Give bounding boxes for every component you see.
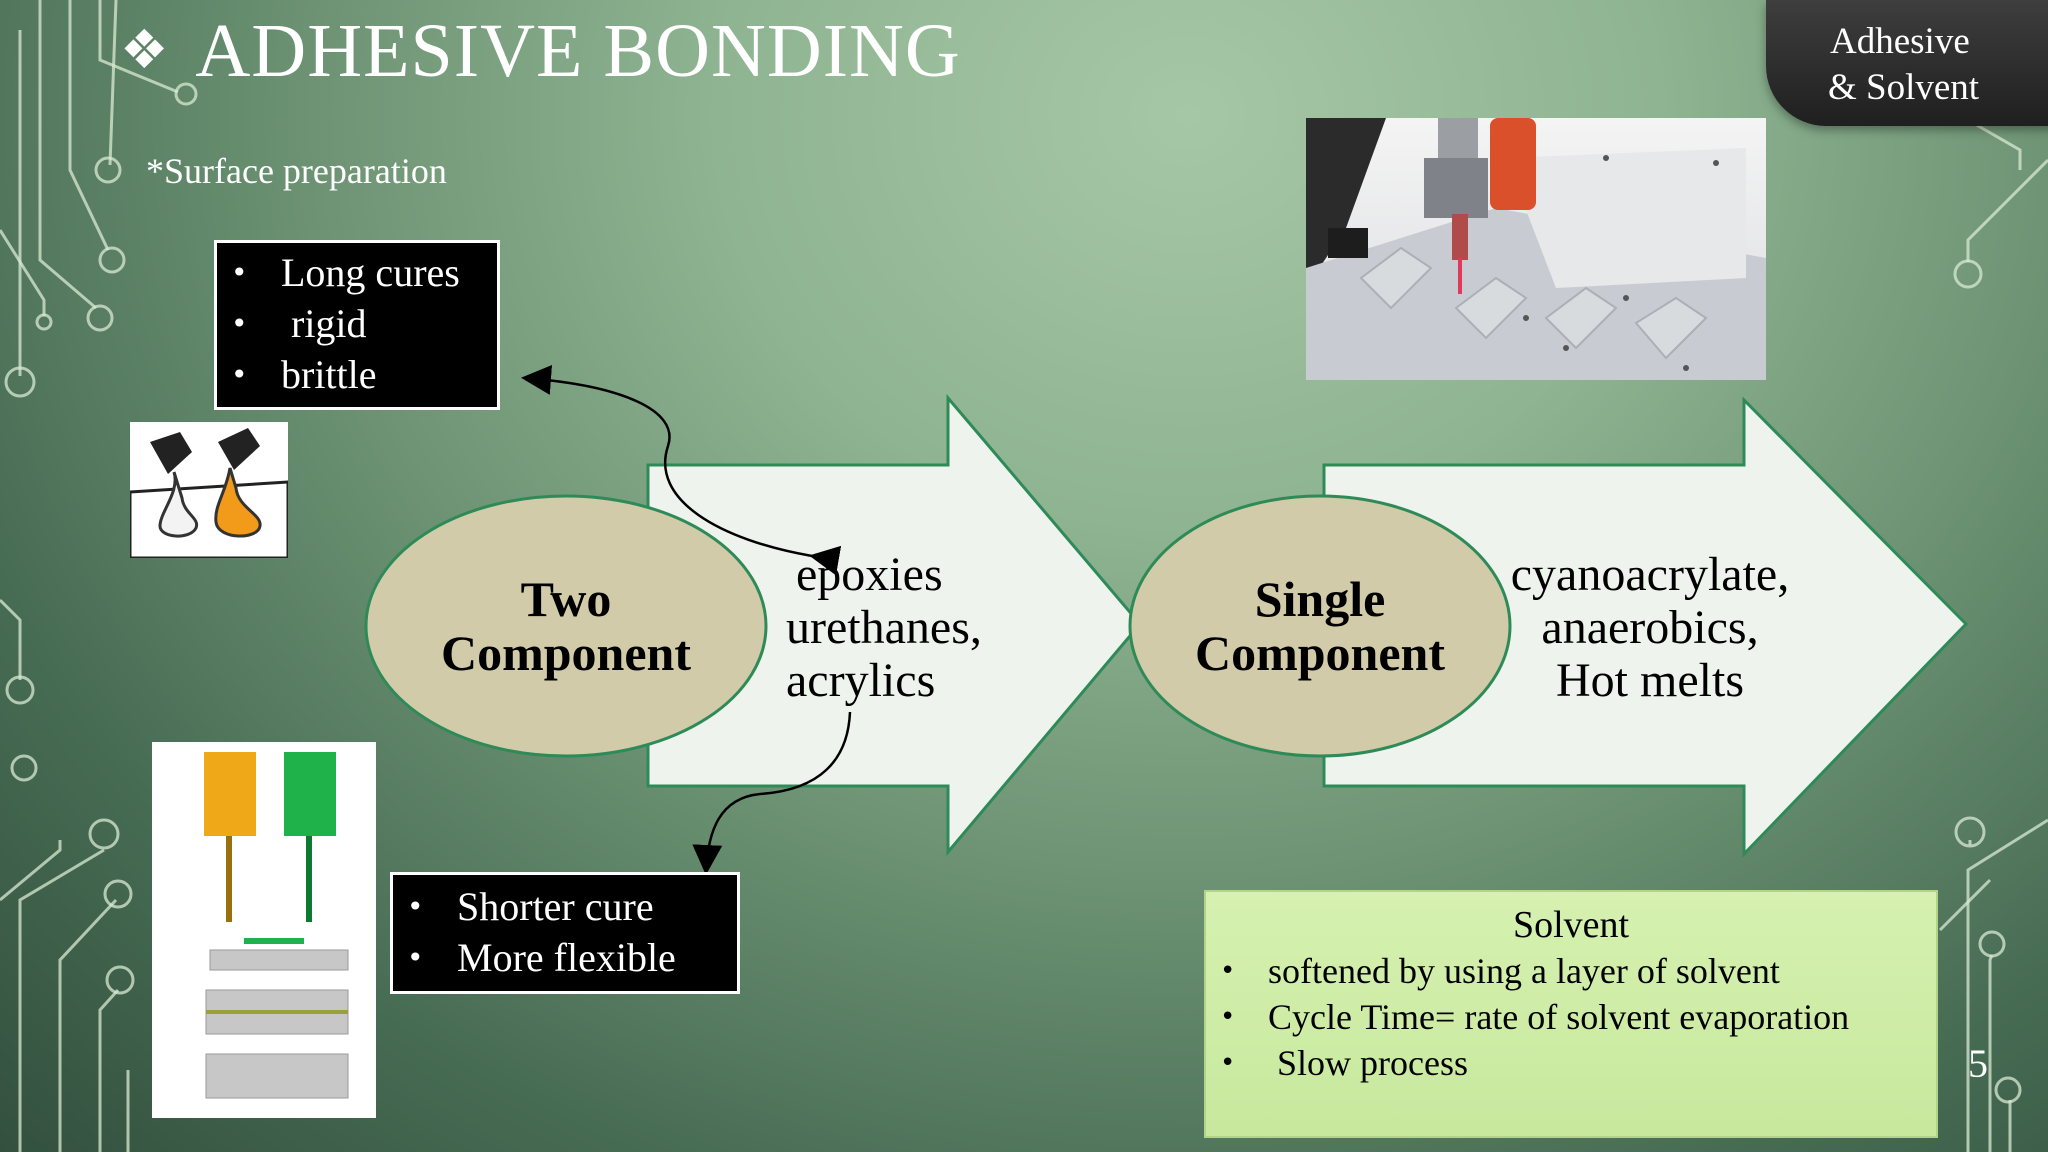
list-item: More flexible	[393, 932, 737, 983]
single-component-label: Single Component	[1130, 572, 1510, 680]
example-urethanes: urethanes,	[786, 601, 982, 654]
example-hot-melts: Hot melts	[1556, 654, 1744, 707]
example-acrylics: acrylics	[786, 654, 936, 707]
single-component-ellipse	[1128, 494, 1512, 758]
section-tab: Adhesive & Solvent	[1766, 0, 2048, 126]
list-item: Long cures	[217, 247, 497, 298]
example-anaerobics: anaerobics,	[1541, 601, 1759, 654]
slide-title: ❖ ADHESIVE BONDING	[120, 8, 961, 95]
single-component-arrow	[1322, 396, 1969, 858]
list-item: Cycle Time= rate of solvent evaporation	[1206, 994, 1936, 1040]
section-tab-line2: & Solvent	[1828, 67, 1980, 108]
list-item: brittle	[217, 349, 497, 400]
single-component-label-line1: Single	[1254, 571, 1386, 627]
slide-title-text: ADHESIVE BONDING	[195, 9, 961, 93]
example-epoxies: epoxies	[796, 548, 943, 601]
adhesive-tubes-photo	[130, 422, 288, 558]
two-component-properties-box: Long cures rigid brittle	[214, 240, 500, 410]
two-component-label: Two Component	[360, 572, 772, 680]
page-number: 5	[1968, 1041, 1988, 1086]
solvent-box: Solvent softened by using a layer of sol…	[1204, 890, 1938, 1138]
example-cyanoacrylate: cyanoacrylate,	[1510, 548, 1790, 601]
two-component-label-line1: Two	[520, 571, 612, 627]
list-item: softened by using a layer of solvent	[1206, 948, 1936, 994]
list-item: Shorter cure	[393, 881, 737, 932]
solvent-heading: Solvent	[1512, 904, 1630, 946]
list-item: Slow process	[1206, 1040, 1936, 1086]
slide-subtitle: *Surface preparation	[146, 151, 447, 191]
connector-arrow-bottom	[692, 711, 852, 875]
section-tab-line1: Adhesive	[1830, 21, 1970, 62]
dispense-diagram-photo	[152, 742, 376, 1118]
shorter-cure-box: Shorter cure More flexible	[390, 872, 740, 994]
single-component-label-line2: Component	[1194, 625, 1446, 681]
connector-arrow-top	[521, 365, 842, 576]
dispensing-robot-photo	[1306, 118, 1766, 380]
two-component-label-line2: Component	[440, 625, 692, 681]
list-item: rigid	[217, 298, 497, 349]
diamond-bullet-icon: ❖	[120, 18, 170, 81]
